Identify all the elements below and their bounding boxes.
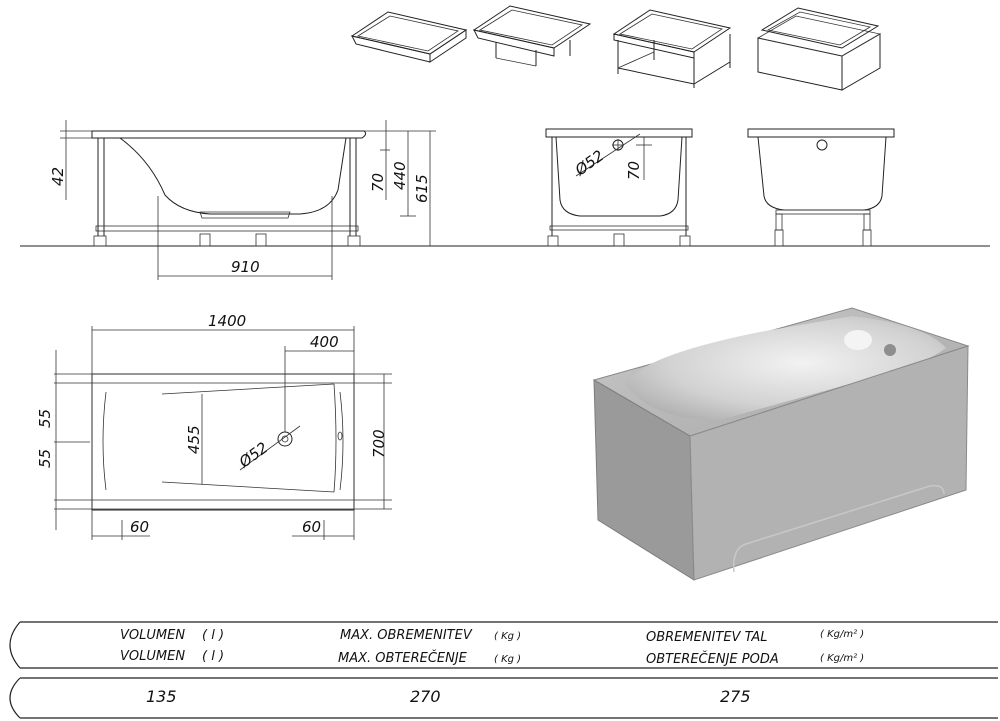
header-volume-2: VOLUMEN [120,649,185,664]
header-load-2: MAX. OBTEREČENJE [338,650,468,666]
dim-side-42: 42 [49,167,67,186]
side-elevation [91,130,367,247]
front-elevation [545,128,693,247]
value-floor-load: 275 [720,687,751,706]
header-load-unit-1: ( Kg ) [494,631,521,642]
front-elevation-legs [747,128,895,247]
header-floor-2: OBTEREČENJE PODA [646,651,779,667]
plan-view [54,326,392,540]
variant-bathtub-only [350,11,468,63]
dim-top-400: 400 [310,333,339,351]
header-volume-unit-1: ( l ) [202,628,224,643]
dim-top-700: 700 [370,429,388,458]
dim-front-70: 70 [625,161,643,180]
variant-bathtub-with-frame [612,9,732,88]
header-volume-1: VOLUMEN [120,628,185,643]
header-volume-unit-2: ( l ) [202,649,224,664]
dim-top-60-left: 60 [130,518,149,536]
dim-front-diameter: Ø52 [571,147,607,180]
dim-top-55-lower: 55 [36,449,54,468]
bathtub-3d-render [592,307,970,581]
dim-top-55-upper: 55 [36,409,54,428]
header-load-unit-2: ( Kg ) [494,654,521,665]
dim-top-455: 455 [185,425,203,454]
value-max-load: 270 [410,687,441,706]
variant-bathtub-with-legs [472,5,592,67]
dim-top-1400: 1400 [208,312,246,330]
header-floor-unit-2: ( Kg/m² ) [820,653,864,664]
value-volume: 135 [146,687,177,706]
dim-side-615: 615 [413,174,431,203]
dim-side-440: 440 [391,161,409,190]
dim-top-60-right: 60 [302,518,321,536]
side-dimensions [60,120,436,280]
variant-bathtub-with-panel [756,7,882,91]
header-load-1: MAX. OBREMENITEV [340,628,473,643]
header-floor-1: OBREMENITEV TAL [646,630,767,645]
dim-top-diameter: Ø52 [235,439,271,472]
dim-side-70: 70 [369,173,387,192]
dim-side-910: 910 [231,258,260,276]
spec-table-frames [9,621,998,719]
header-floor-unit-1: ( Kg/m² ) [820,629,864,640]
